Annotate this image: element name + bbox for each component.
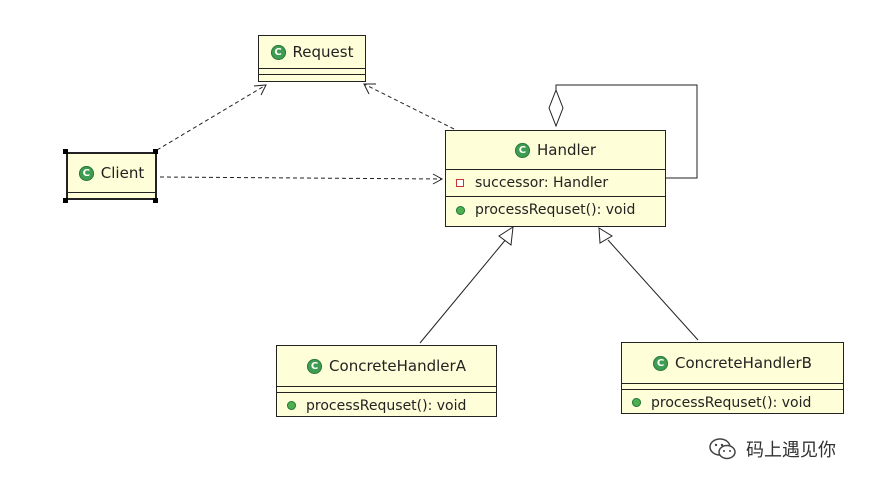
class-icon: C: [78, 165, 94, 181]
client-handler-dependency: [159, 176, 443, 180]
request-class-divider: [259, 68, 365, 74]
request-class-divider: [259, 74, 365, 75]
concrete-handler-b-method-row: processRequset(): void: [622, 389, 843, 415]
client-class-name: Client: [100, 164, 145, 182]
handler-class-name: Handler: [536, 141, 597, 159]
concrete-handler-a-name: ConcreteHandlerA: [329, 357, 466, 375]
concrete-handler-a-class[interactable]: C ConcreteHandlerA processRequset(): voi…: [276, 345, 497, 417]
handler-method: processRequset(): void: [475, 202, 636, 218]
handler-attribute-row: successor: Handler: [446, 169, 665, 196]
concrete-handler-b-method: processRequset(): void: [651, 394, 812, 411]
selection-handle[interactable]: [63, 149, 68, 154]
handler-method-row: processRequset(): void: [446, 196, 665, 223]
handler-request-dependency: [363, 83, 455, 130]
watermark-text: 码上遇见你: [746, 440, 836, 461]
concrete-b-generalization: [607, 239, 699, 341]
selection-handle[interactable]: [63, 198, 68, 203]
request-class[interactable]: C Request: [258, 35, 366, 82]
public-method-icon: [287, 401, 296, 410]
concrete-handler-b-divider: [622, 383, 843, 389]
client-handler-arrowhead: [432, 173, 444, 185]
selection-handle[interactable]: [153, 198, 158, 203]
private-field-icon: [456, 179, 464, 187]
watermark: 码上遇见你: [708, 437, 836, 461]
wechat-icon: [709, 438, 736, 460]
request-class-header: C Request: [259, 36, 365, 68]
handler-class-header: C Handler: [446, 131, 665, 169]
handler-request-arrowhead: [363, 83, 376, 95]
public-method-icon: [456, 205, 465, 215]
client-request-arrowhead: [253, 84, 267, 96]
aggregation-diamond: [548, 88, 564, 128]
concrete-handler-a-method-row: processRequset(): void: [277, 392, 496, 418]
handler-class[interactable]: C Handler successor: Handler processRequ…: [445, 130, 666, 227]
public-method-icon: [632, 398, 641, 407]
client-class[interactable]: C Client: [66, 152, 157, 200]
concrete-handler-a-method: processRequset(): void: [306, 397, 467, 414]
concrete-a-triangle: [498, 226, 514, 246]
concrete-handler-a-divider: [277, 386, 496, 392]
selection-handle[interactable]: [153, 149, 158, 154]
client-request-dependency: [156, 84, 267, 151]
concrete-b-triangle: [598, 227, 613, 244]
concrete-handler-b-name: ConcreteHandlerB: [675, 354, 812, 372]
class-icon: C: [514, 142, 530, 158]
concrete-handler-b-class[interactable]: C ConcreteHandlerB processRequset(): voi…: [621, 342, 844, 414]
request-class-name: Request: [292, 43, 354, 61]
client-class-divider: [68, 192, 155, 198]
concrete-a-generalization: [419, 237, 508, 344]
handler-attribute: successor: Handler: [475, 175, 609, 191]
aggregation-line: [555, 84, 698, 179]
concrete-handler-b-header: C ConcreteHandlerB: [622, 343, 843, 383]
class-icon: C: [270, 44, 286, 60]
client-class-header: C Client: [68, 154, 155, 192]
class-icon: C: [653, 355, 669, 371]
concrete-handler-a-header: C ConcreteHandlerA: [277, 346, 496, 386]
class-icon: C: [307, 358, 323, 374]
